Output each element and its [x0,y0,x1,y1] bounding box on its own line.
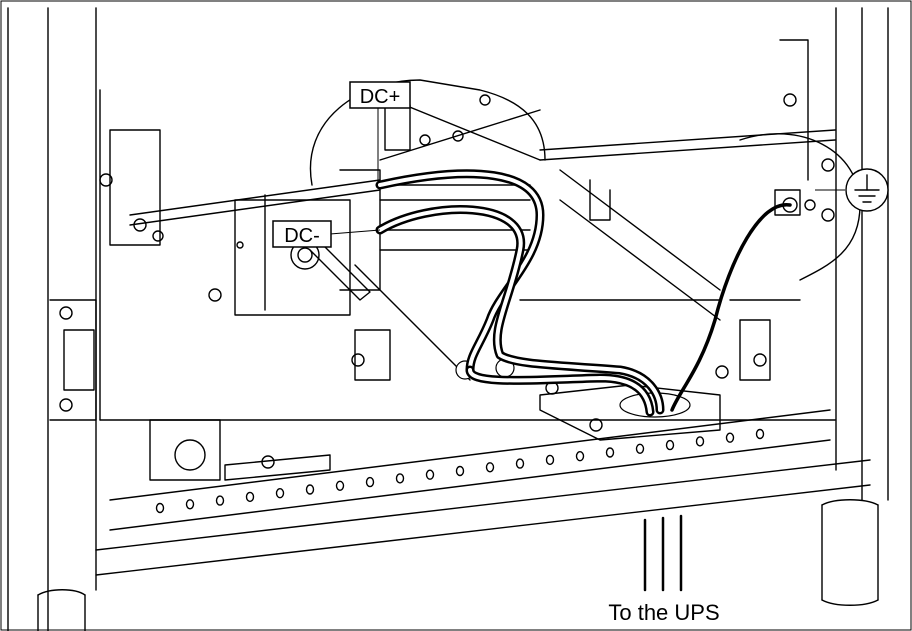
left-frame [7,7,97,631]
right-shelf [519,169,801,381]
perforation-hole [605,447,615,458]
ground-bracket [739,133,861,281]
dc-negative-callout: DC- [272,220,381,248]
rear-panels [99,89,836,421]
bottom-plinth [95,409,871,591]
perforation-row [155,428,765,514]
perforation-hole [215,495,225,506]
dc-negative-label: DC- [284,225,320,247]
perforation-hole [245,491,255,503]
perforation-hole [515,458,525,469]
dc-positive-label: DC+ [360,86,401,108]
cable-clamp [149,419,331,481]
cables-to-ups [643,514,683,592]
perforation-hole [185,499,195,510]
cabinet-feet [37,499,879,631]
perforation-hole [395,473,405,484]
perforation-hole [485,462,495,473]
dc-positive-callout: DC+ [349,81,411,182]
perforation-hole [545,454,555,466]
perforation-hole [455,465,465,477]
protective-earth-ground-icon [815,168,889,212]
perforation-hole [305,484,315,495]
perforation-hole [575,451,585,462]
right-frame [779,7,889,501]
perforation-hole [425,469,435,480]
ground-cable [670,203,792,412]
dc-cables [375,169,792,417]
perforation-hole [365,476,375,488]
perforation-hole [665,439,675,451]
to-ups-label: To the UPS [608,600,719,625]
perforation-hole [155,502,165,514]
perforation-hole [755,428,765,440]
perforation-hole [635,443,645,454]
busbar-cutaway [309,79,546,186]
battery-terminal-block [208,169,531,381]
perforation-hole [695,436,705,447]
perforation-hole [725,432,735,443]
perforation-hole [275,488,285,499]
perforation-hole [335,480,345,491]
